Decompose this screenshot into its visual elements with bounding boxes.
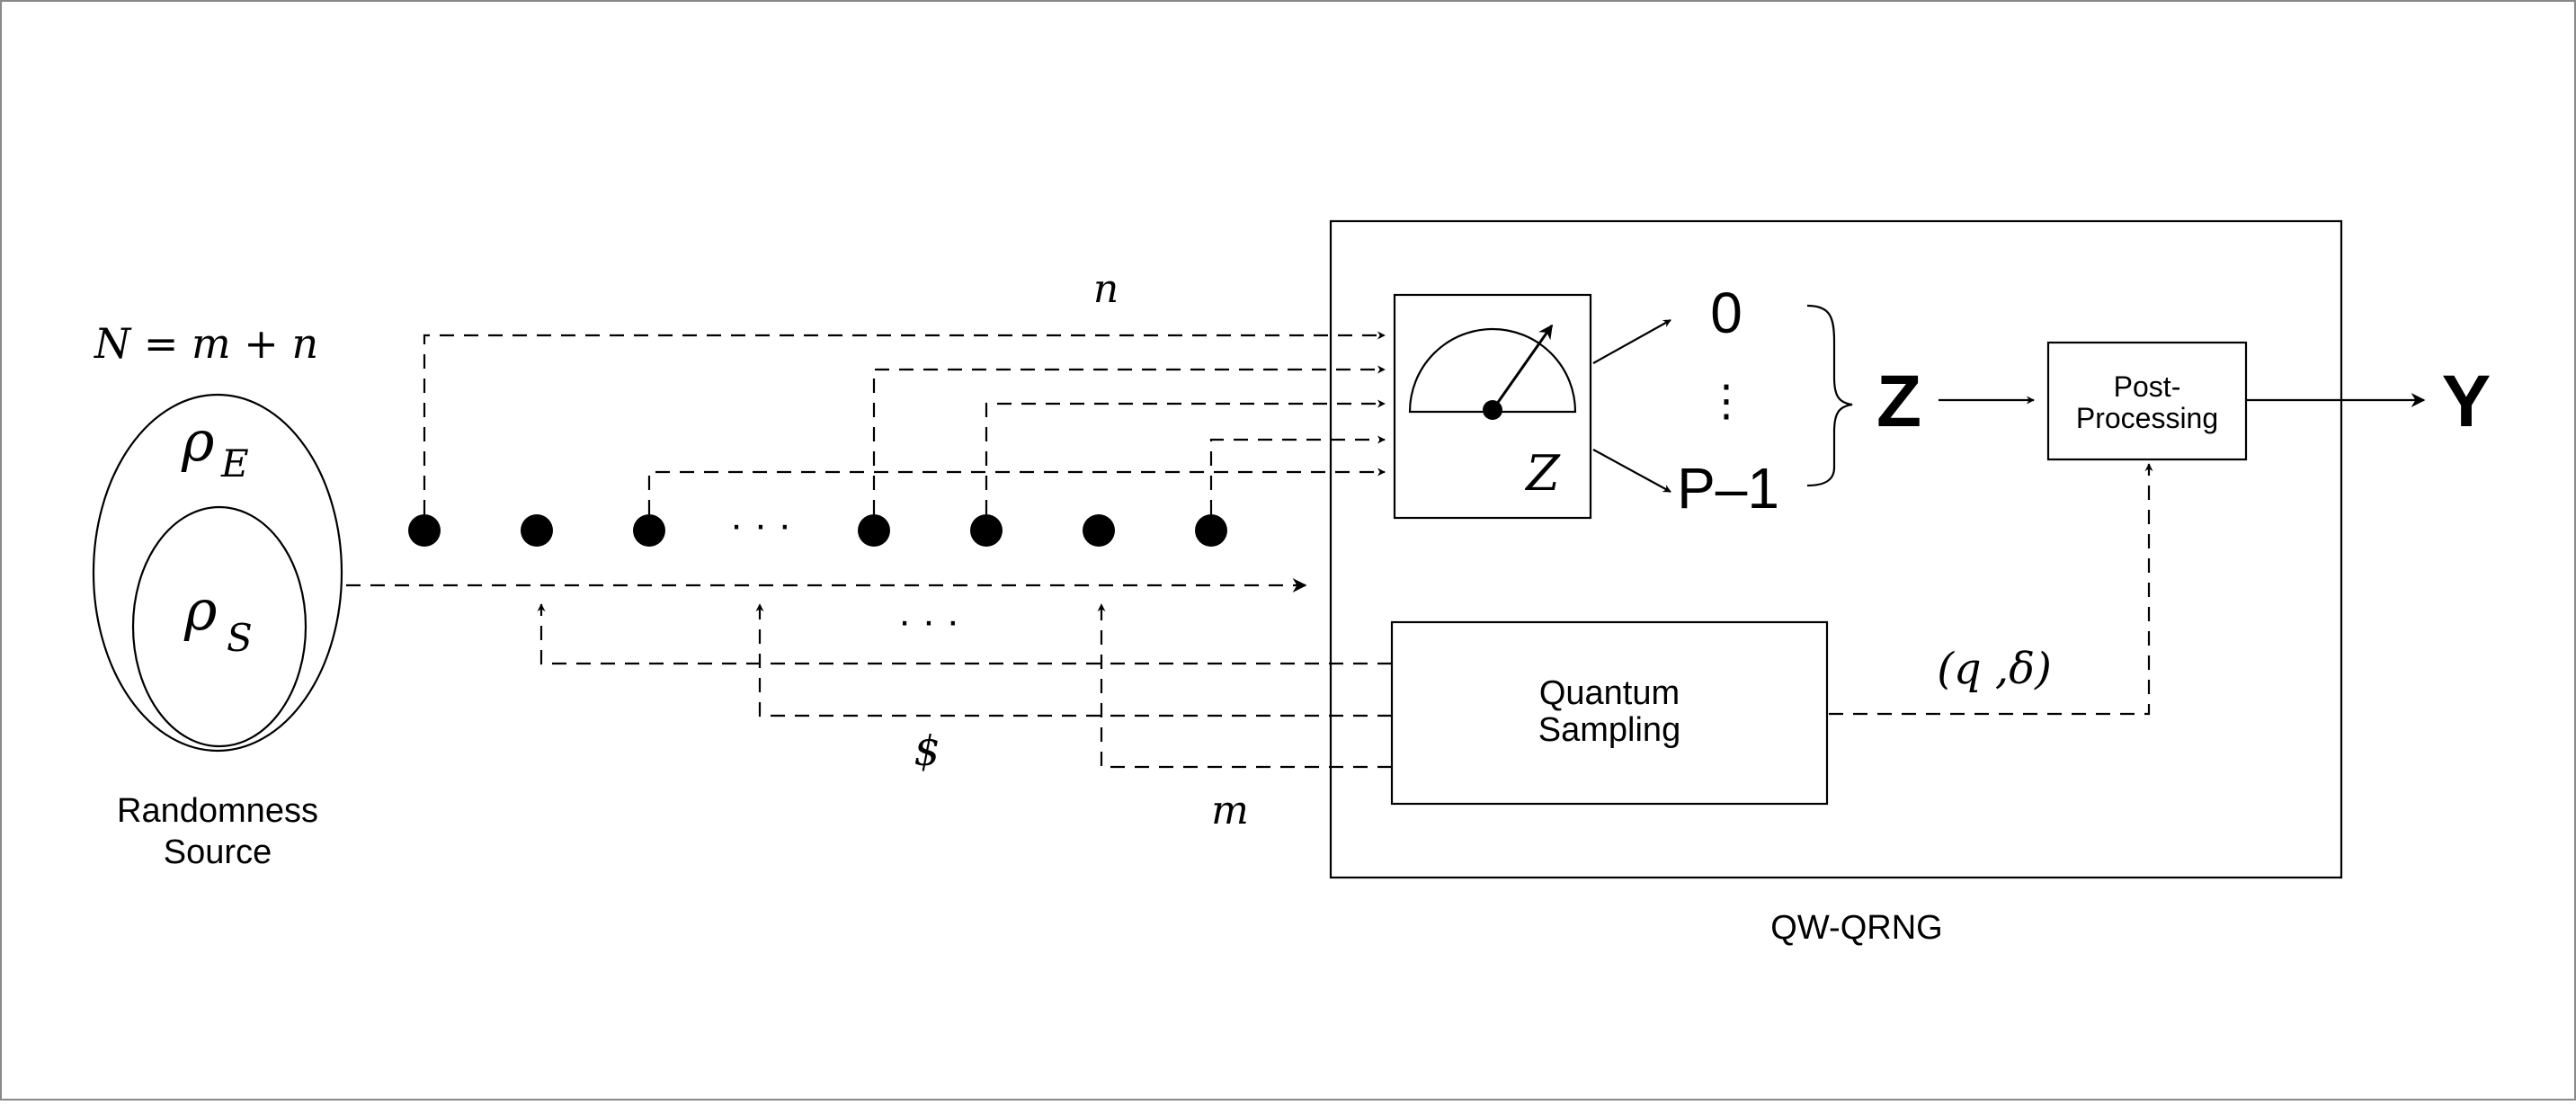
qrng-box	[1329, 219, 2343, 879]
svg-text:ρ: ρ	[181, 408, 214, 474]
particle	[858, 514, 890, 547]
outcome-zero: 0	[1710, 281, 1743, 345]
m-line	[1097, 603, 1392, 769]
m-line	[537, 603, 1392, 665]
source-label-line1: Randomness	[117, 792, 318, 830]
measurement-meter: Z	[1393, 293, 1592, 520]
particle	[1195, 514, 1227, 547]
quantum-sampling-box	[1390, 620, 1829, 806]
meter-basis-label: Z	[1524, 445, 1561, 502]
dollar-label: $	[914, 726, 940, 775]
particle	[633, 514, 665, 547]
n-lines	[423, 331, 1386, 514]
particle	[970, 514, 1003, 547]
rho-e-label: ρ E	[181, 408, 249, 486]
post-processing-line1: Post-	[2114, 370, 2181, 403]
m-line	[755, 603, 1392, 717]
source-label-line2: Source	[164, 833, 272, 871]
gauge-icon	[1408, 327, 1577, 414]
particle-ellipsis: · · ·	[730, 503, 791, 547]
n-line	[423, 331, 1386, 514]
n-line	[647, 468, 1386, 514]
particles	[408, 514, 1227, 547]
inner-ellipse	[131, 505, 308, 748]
qrng-caption: QW-QRNG	[1770, 909, 1942, 947]
sampling-line1: Quantum	[1539, 674, 1680, 712]
svg-text:ρ: ρ	[183, 577, 217, 643]
needle-pivot	[1483, 400, 1502, 420]
needle-icon	[1491, 324, 1554, 411]
post-processing-box	[2046, 341, 2248, 461]
sampling-line2: Sampling	[1538, 711, 1680, 749]
n-line	[872, 365, 1386, 514]
outcome-ellipsis: ⋮	[1705, 378, 1748, 425]
m-lines	[537, 603, 1392, 769]
outcome-arrow-top	[1592, 319, 1671, 364]
svg-text:S: S	[227, 616, 253, 660]
particle	[521, 514, 553, 547]
rho-s-label: ρ S	[183, 577, 253, 660]
n-line	[985, 399, 1386, 514]
outcome-arrow-bottom	[1592, 449, 1671, 493]
equation-label: N = m + n	[94, 319, 318, 368]
q-delta-label: (q ,δ)	[1937, 644, 2052, 694]
particle	[1083, 514, 1115, 547]
sample-ellipsis: · · ·	[898, 599, 959, 643]
n-line	[1209, 435, 1386, 514]
outcome-last: P–1	[1677, 456, 1779, 521]
particle	[408, 514, 441, 547]
output-z: Z	[1876, 361, 1921, 442]
n-label: n	[1093, 266, 1119, 312]
svg-text:E: E	[220, 441, 249, 486]
outcome-brace	[1806, 304, 1853, 487]
m-label: m	[1211, 788, 1249, 833]
post-processing-line2: Processing	[2076, 402, 2218, 434]
parameter-line	[1829, 463, 2153, 716]
output-y: Y	[2442, 361, 2491, 442]
